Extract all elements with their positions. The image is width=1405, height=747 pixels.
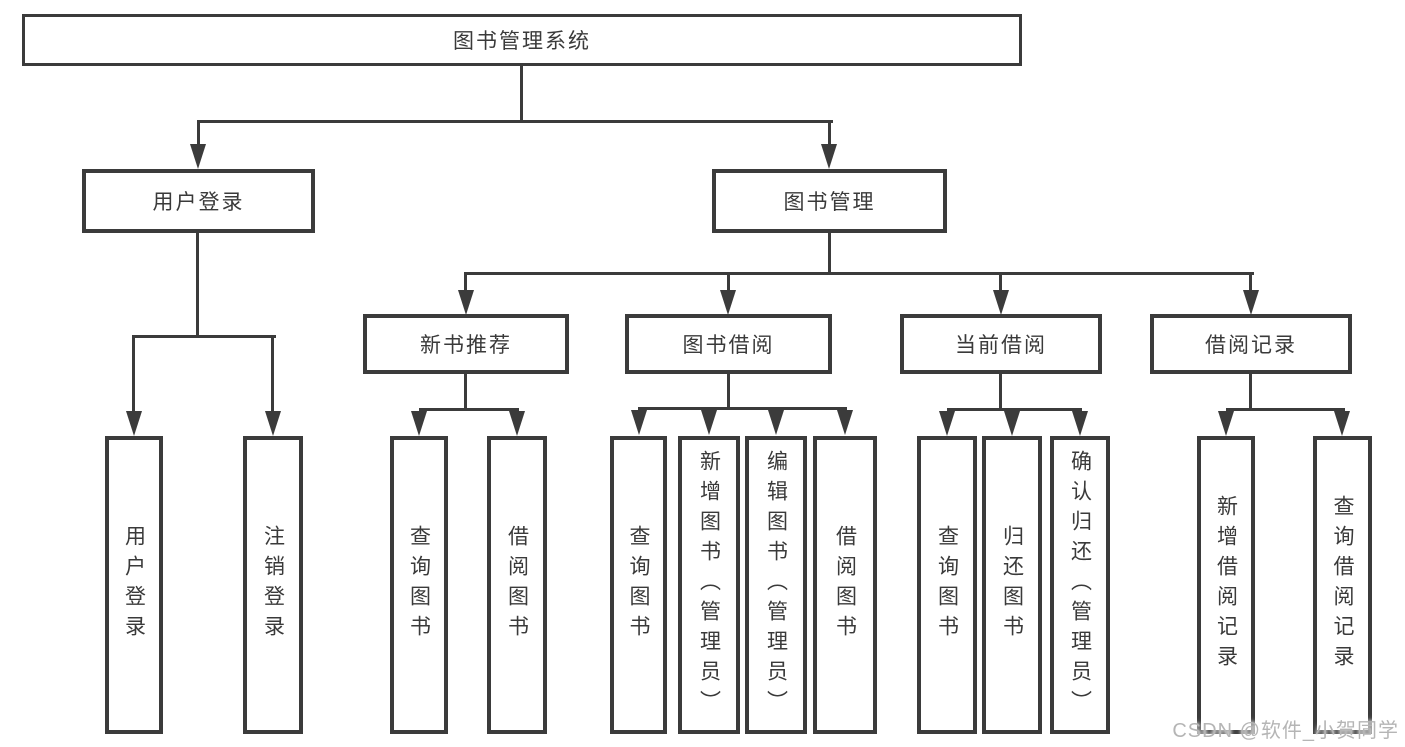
arrow-down-icon [837,410,853,435]
leaf-label: 用户登录 [122,525,146,645]
leaf-label: 确认归还（管理员） [1068,450,1092,720]
node-book-borrow: 图书借阅 [625,314,832,374]
node-label: 借阅记录 [1205,334,1297,357]
connector-line [727,272,730,292]
connector-line [271,335,274,412]
connector-line [197,120,833,123]
connector-line [828,120,831,145]
arrow-down-icon [768,410,784,435]
leaf-borrow-books-recommend: 借阅图书 [487,436,547,734]
connector-line [638,407,847,410]
node-borrow-records: 借阅记录 [1150,314,1352,374]
connector-line [464,272,467,292]
node-current-borrow: 当前借阅 [900,314,1102,374]
leaf-label: 注销登录 [261,525,285,645]
leaf-label: 查询图书 [627,525,651,645]
connector-line [132,335,135,412]
connector-line [1226,408,1345,411]
leaf-label: 归还图书 [1000,525,1024,645]
node-user-login: 用户登录 [82,169,315,233]
leaf-label: 查询借阅记录 [1331,495,1355,675]
connector-line [520,66,523,120]
arrow-down-icon [458,290,474,315]
connector-line [196,233,199,335]
node-label: 图书借阅 [682,334,775,357]
leaf-label: 查询图书 [935,525,959,645]
leaf-query-books-recommend: 查询图书 [390,436,448,734]
node-label: 新书推荐 [420,334,512,357]
connector-line [1249,374,1252,408]
arrow-down-icon [1218,411,1234,436]
connector-line [999,272,1002,292]
leaf-label: 借阅图书 [505,525,529,645]
node-book-management: 图书管理 [712,169,947,233]
node-label: 图书管理 [783,191,876,214]
leaf-query-books-current: 查询图书 [917,436,977,734]
leaf-add-borrow-record: 新增借阅记录 [1197,436,1255,734]
connector-line [419,408,519,411]
arrow-down-icon [411,411,427,436]
leaf-return-book: 归还图书 [982,436,1042,734]
leaf-label: 新增借阅记录 [1214,495,1238,675]
leaf-label: 编辑图书（管理员） [764,450,788,720]
connector-line [999,374,1002,408]
node-label: 当前借阅 [955,334,1047,357]
arrow-down-icon [1334,411,1350,436]
connector-line [828,233,831,272]
node-root: 图书管理系统 [22,14,1022,66]
arrow-down-icon [126,411,142,436]
connector-line [133,335,276,338]
arrow-down-icon [265,411,281,436]
arrow-down-icon [701,410,717,435]
arrow-down-icon [631,410,647,435]
connector-line [466,272,1254,275]
arrow-down-icon [190,144,206,169]
leaf-edit-book-admin: 编辑图书（管理员） [745,436,807,734]
node-root-label: 图书管理系统 [453,30,591,53]
arrow-down-icon [821,144,837,169]
watermark: CSDN @软件_小贺同学 [1172,720,1399,742]
arrow-down-icon [1004,411,1020,436]
arrow-down-icon [1072,411,1088,436]
arrow-down-icon [993,290,1009,315]
leaf-borrow-books: 借阅图书 [813,436,877,734]
arrow-down-icon [1243,290,1259,315]
leaf-confirm-return-admin: 确认归还（管理员） [1050,436,1110,734]
node-new-book-recommend: 新书推荐 [363,314,569,374]
arrow-down-icon [939,411,955,436]
leaf-user-login: 用户登录 [105,436,163,734]
leaf-query-borrow-record: 查询借阅记录 [1313,436,1372,734]
leaf-label: 新增图书（管理员） [697,450,721,720]
leaf-label: 借阅图书 [833,525,857,645]
connector-line [1249,272,1252,292]
connector-line [947,408,1082,411]
connector-line [197,120,200,145]
leaf-query-books-borrow: 查询图书 [610,436,667,734]
leaf-label: 查询图书 [407,525,431,645]
arrow-down-icon [509,411,525,436]
leaf-add-book-admin: 新增图书（管理员） [678,436,740,734]
connector-line [464,374,467,408]
leaf-logout: 注销登录 [243,436,303,734]
node-label: 用户登录 [152,191,245,214]
arrow-down-icon [720,290,736,315]
connector-line [727,374,730,407]
